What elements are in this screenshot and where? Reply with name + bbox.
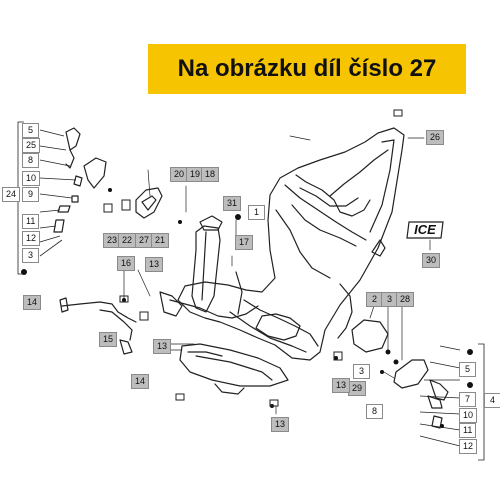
ice-badge-text: ICE	[414, 222, 436, 237]
callout-25[interactable]: 25	[22, 138, 41, 153]
callout-26[interactable]: 26	[426, 130, 445, 145]
callout-10-right[interactable]: 10	[459, 408, 478, 423]
callout-12-right[interactable]: 12	[459, 439, 478, 454]
callout-13-right[interactable]: 13	[332, 378, 351, 393]
callout-18[interactable]: 18	[201, 167, 220, 182]
callout-13-bottom[interactable]: 13	[271, 417, 290, 432]
callout-21[interactable]: 21	[151, 233, 170, 248]
callout-12-left[interactable]: 12	[22, 231, 41, 246]
callout-28[interactable]: 28	[396, 292, 415, 307]
callout-4[interactable]: 4	[484, 393, 500, 408]
callout-14-lower[interactable]: 14	[131, 374, 150, 389]
steering-head-tube	[191, 225, 221, 313]
callout-5-right[interactable]: 5	[459, 362, 476, 377]
callout-30[interactable]: 30	[422, 253, 441, 268]
callout-8-right[interactable]: 8	[366, 404, 383, 419]
frame-cross-tube	[284, 184, 367, 241]
callout-13-mid[interactable]: 13	[153, 339, 172, 354]
main-frame	[177, 127, 405, 361]
callout-31[interactable]: 31	[223, 196, 242, 211]
callout-3-mid[interactable]: 3	[353, 364, 370, 379]
callout-11-left[interactable]: 11	[22, 214, 40, 229]
ice-badge: ICE	[405, 220, 445, 240]
mount-part	[393, 359, 429, 389]
floor-panel	[179, 343, 289, 387]
callout-11-right[interactable]: 11	[459, 423, 477, 438]
lever-part	[65, 127, 81, 151]
callout-7[interactable]: 7	[459, 392, 476, 407]
banner-text: Na obrázku díl číslo 27	[177, 55, 437, 82]
cover-part	[351, 319, 389, 353]
callout-5-left[interactable]: 5	[22, 123, 39, 138]
frame-rear-rail	[369, 139, 395, 233]
ice-badge-outline	[406, 221, 444, 239]
handle-bracket	[61, 301, 137, 323]
callout-29[interactable]: 29	[348, 381, 367, 396]
callout-9[interactable]: 9	[22, 187, 39, 202]
callout-16[interactable]: 16	[117, 256, 136, 271]
callout-8-left[interactable]: 8	[22, 153, 39, 168]
callout-1[interactable]: 1	[248, 205, 265, 220]
callout-17[interactable]: 17	[235, 235, 254, 250]
callout-24[interactable]: 24	[2, 187, 21, 202]
bracket-part	[83, 157, 107, 189]
callout-10-left[interactable]: 10	[22, 171, 41, 186]
callout-22[interactable]: 22	[118, 233, 137, 248]
part-number-banner: Na obrázku díl číslo 27	[148, 44, 466, 94]
callout-15[interactable]: 15	[99, 332, 118, 347]
callout-3-left[interactable]: 3	[22, 248, 39, 263]
callout-14-left[interactable]: 14	[23, 295, 42, 310]
callout-13-upper[interactable]: 13	[145, 257, 164, 272]
part-27-bracket	[135, 187, 163, 219]
